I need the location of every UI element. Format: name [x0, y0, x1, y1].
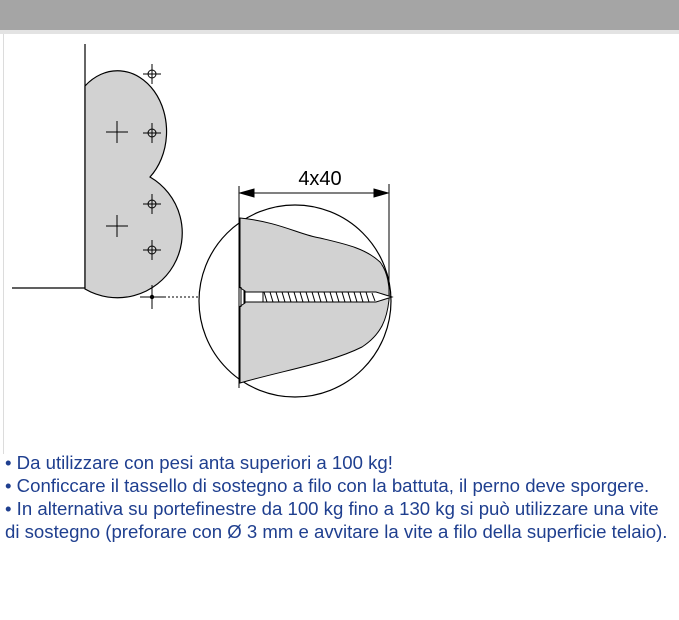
dimension-label: 4x40: [298, 168, 341, 190]
note-support-screw: • In alternativa su portefinestre da 100…: [5, 498, 668, 542]
instruction-notes: • Da utilizzare con pesi anta superiori …: [5, 451, 675, 543]
header-rule: [0, 30, 679, 34]
left-margin-rule: [3, 34, 4, 454]
frame-outline: [12, 44, 86, 289]
installation-diagram: 4x40: [12, 44, 394, 398]
drill-hole-markers: [143, 64, 161, 260]
header-bar: [0, 0, 679, 30]
hinge-crosses: [106, 121, 128, 237]
note-weight-limit: • Da utilizzare con pesi anta superiori …: [5, 452, 393, 473]
screw: [238, 286, 394, 308]
note-support-dowel: • Conficcare il tassello di sostegno a f…: [5, 475, 650, 496]
hinge-plate: [84, 70, 183, 299]
